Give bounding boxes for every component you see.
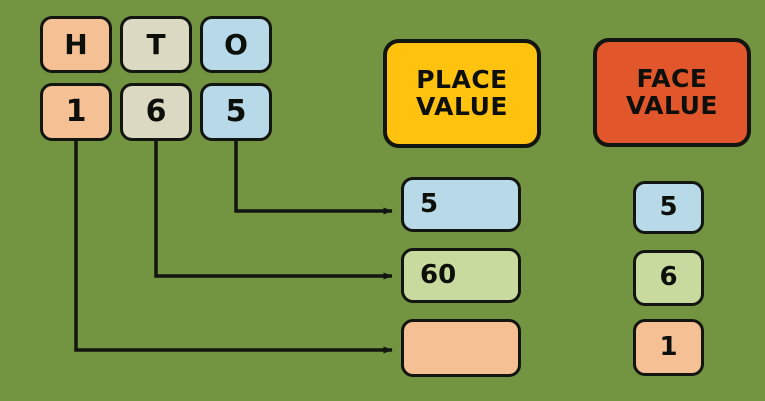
face-value-hundreds-box[interactable]: 1 — [633, 319, 704, 376]
place-value-hundreds-box[interactable] — [401, 319, 521, 377]
hundreds-digit-value: 1 — [65, 94, 87, 130]
connector-tens-to-place-value — [154, 141, 393, 280]
place-value-ones-box[interactable]: 5 — [401, 177, 521, 232]
face-value-title-line2: VALUE — [626, 90, 718, 120]
connector-ones-to-place-value — [234, 141, 393, 215]
face-value-title-card: FACE VALUE — [593, 38, 751, 147]
face-value-ones-value: 5 — [659, 191, 678, 222]
face-value-hundreds-value: 1 — [659, 331, 678, 362]
place-value-tens-value: 60 — [420, 259, 457, 290]
tens-digit-value: 6 — [145, 94, 167, 130]
column-header-hundreds: H — [40, 16, 112, 73]
ones-digit-cell[interactable]: 5 — [200, 83, 272, 141]
place-value-tens-box[interactable]: 60 — [401, 248, 521, 303]
place-value-title-line2: VALUE — [416, 91, 508, 121]
column-header-ones-label: O — [224, 27, 248, 61]
column-header-tens-label: T — [146, 27, 166, 61]
face-value-ones-box[interactable]: 5 — [633, 181, 704, 234]
column-header-tens: T — [120, 16, 192, 73]
column-header-ones: O — [200, 16, 272, 73]
face-value-tens-value: 6 — [659, 262, 678, 293]
connector-hundreds-to-place-value — [74, 141, 393, 354]
face-value-title-line1: FACE — [636, 64, 708, 94]
tens-digit-cell[interactable]: 6 — [120, 83, 192, 141]
face-value-tens-box[interactable]: 6 — [633, 250, 704, 306]
place-value-title-line1: PLACE — [416, 65, 508, 95]
column-header-hundreds-label: H — [64, 27, 88, 61]
place-value-ones-value: 5 — [420, 188, 439, 219]
place-value-title-card: PLACE VALUE — [383, 39, 541, 148]
ones-digit-value: 5 — [225, 94, 247, 130]
hundreds-digit-cell[interactable]: 1 — [40, 83, 112, 141]
